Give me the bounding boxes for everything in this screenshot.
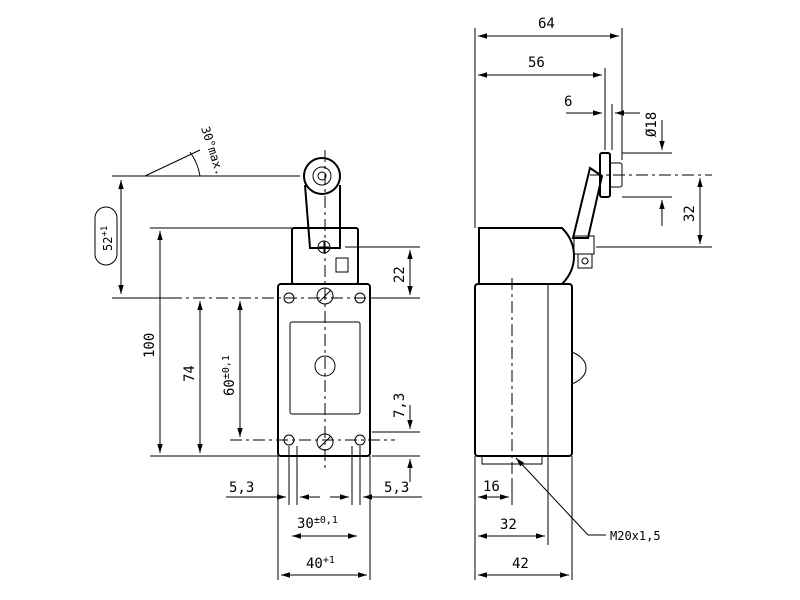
roller-axle	[317, 171, 327, 181]
dim-60-label: 60	[222, 379, 238, 396]
dim-32-vertical-label: 32	[682, 205, 698, 222]
dim-52-tol: +1	[100, 226, 110, 237]
svg-text:60±0,1: 60±0,1	[221, 355, 238, 396]
switch-body-side	[474, 283, 573, 457]
dim-42-label: 42	[512, 556, 529, 572]
actuator-head-side	[478, 227, 576, 285]
svg-text:30±0,1: 30±0,1	[297, 515, 338, 532]
dim-60-tol: ±0,1	[221, 355, 232, 379]
dim-64-label: 64	[538, 16, 555, 32]
dim-32-horizontal-label: 32	[500, 517, 517, 533]
svg-text:40+1: 40+1	[306, 555, 335, 572]
dim-52-oval	[94, 206, 118, 266]
dim-diameter-18-label: Ø18	[644, 112, 660, 137]
dim-6-label: 6	[564, 94, 572, 110]
dim-52-label: 52	[101, 237, 115, 251]
dim-7-3-label: 7,3	[392, 393, 408, 418]
angle-30-max-label: 30°max.	[198, 125, 227, 177]
head-nut	[335, 257, 349, 273]
head-nut-side	[577, 253, 593, 269]
dim-100-label: 100	[142, 333, 158, 358]
dim-5-3-right-label: 5,3	[384, 480, 409, 496]
roller-outer	[303, 157, 341, 195]
dim-16-label: 16	[483, 479, 500, 495]
dim-5-3-left-label: 5,3	[229, 480, 254, 496]
dim-22-label: 22	[392, 266, 408, 283]
thread-m20-label: M20x1,5	[610, 529, 661, 543]
switch-body-front	[277, 283, 371, 457]
svg-text:52+1: 52+1	[100, 226, 115, 251]
dim-40-tol: +1	[323, 555, 335, 566]
front-view: 52+1 30°max. 100 74 60±0,1 22 7,3	[94, 125, 422, 580]
conduit-entry-side	[571, 351, 587, 385]
dim-30-label: 30	[297, 516, 314, 532]
lever-arm-side	[571, 166, 604, 239]
side-view: 64 56 6 Ø18 32 16 32 42	[474, 16, 712, 580]
dim-40-label: 40	[306, 556, 323, 572]
head-screw-icon	[317, 240, 331, 254]
roller-inner	[312, 166, 332, 186]
dim-30-tol: ±0,1	[314, 515, 338, 526]
dim-56-label: 56	[528, 55, 545, 71]
dim-74-label: 74	[182, 365, 198, 382]
